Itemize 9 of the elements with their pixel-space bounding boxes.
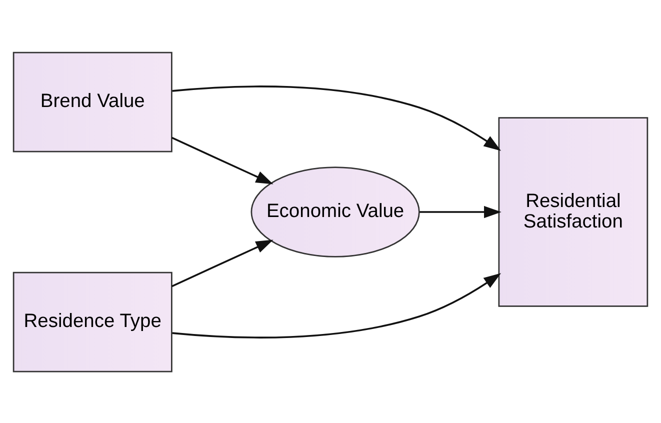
node-box: Residential Satisfaction bbox=[498, 116, 648, 306]
arrow bbox=[420, 205, 502, 218]
arrow bbox=[172, 136, 274, 184]
arrow bbox=[172, 85, 502, 150]
node-box: Brend Value bbox=[12, 51, 172, 152]
arrow bbox=[172, 272, 502, 338]
arrow bbox=[172, 239, 274, 287]
node-ellipse: Economic Value bbox=[250, 166, 420, 257]
node-box: Residence Type bbox=[12, 271, 172, 372]
